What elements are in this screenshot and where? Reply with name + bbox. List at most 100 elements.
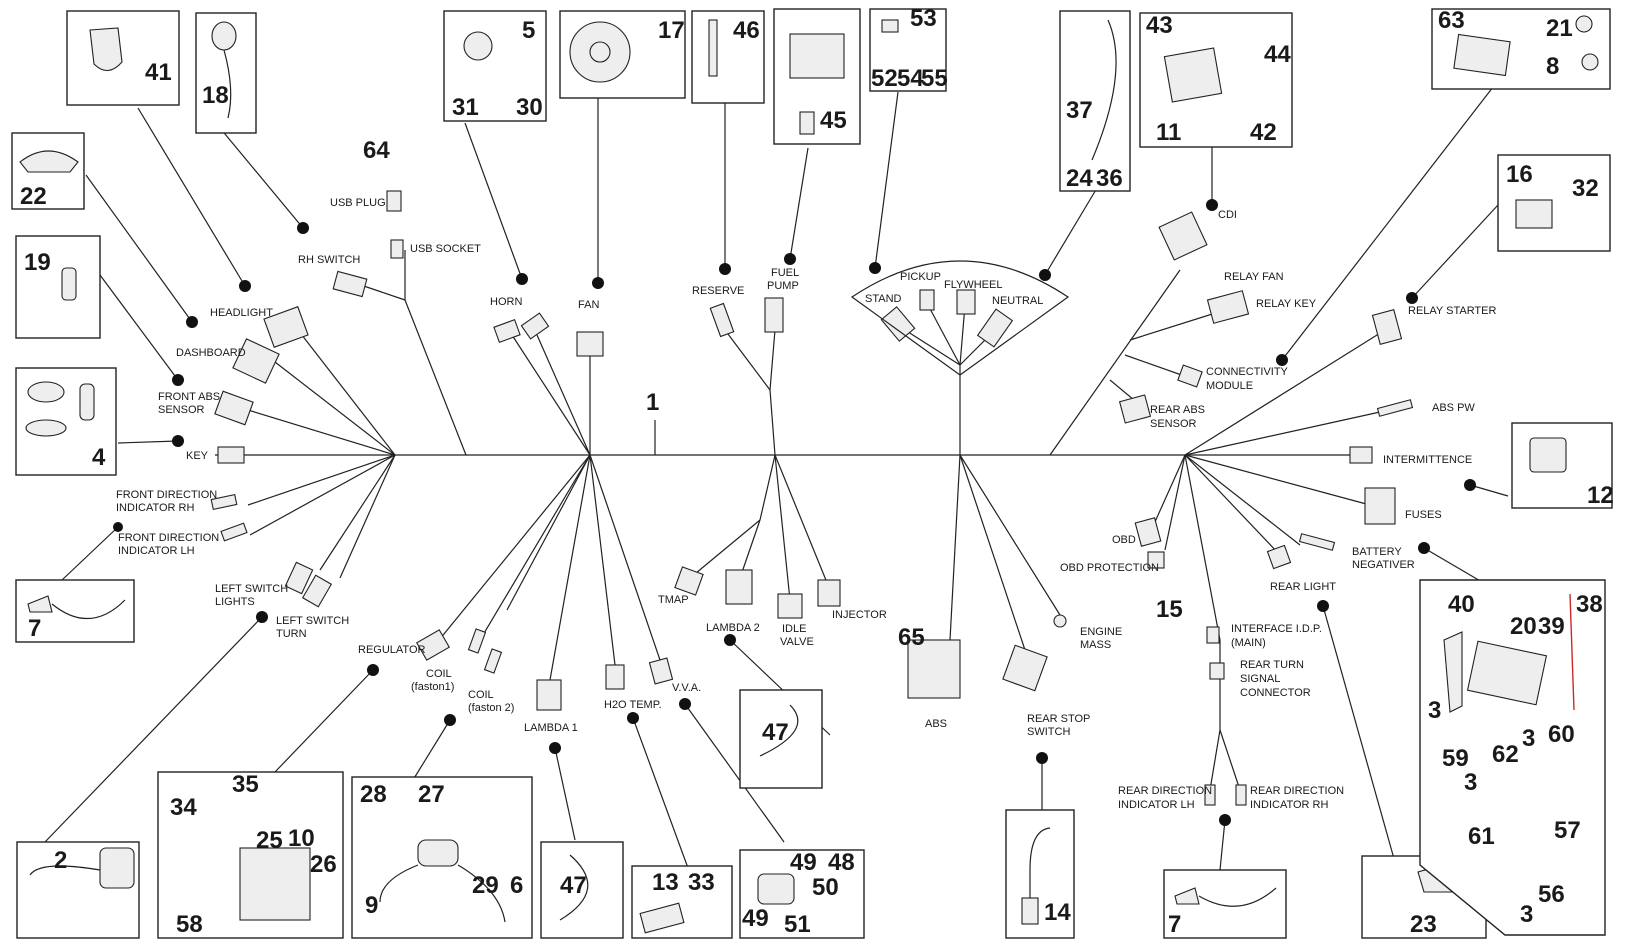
label-injector: INJECTOR bbox=[832, 609, 887, 621]
label-intermittence: INTERMITTENCE bbox=[1383, 454, 1472, 466]
part-box-battery: 40 20 39 38 3 59 3 60 62 3 61 57 56 3 bbox=[1419, 579, 1606, 936]
left-switch-turn-connector bbox=[301, 574, 333, 608]
svg-text:24: 24 bbox=[1066, 165, 1093, 192]
svg-text:6: 6 bbox=[510, 872, 523, 899]
regulator-icon bbox=[239, 847, 311, 921]
usb-socket-connector bbox=[390, 239, 404, 259]
relay-starter-connector bbox=[1371, 308, 1403, 346]
svg-text:31: 31 bbox=[452, 94, 479, 121]
part-box-43: 43 44 11 42 bbox=[1139, 12, 1293, 148]
part-box-49: 49 48 50 49 51 bbox=[739, 849, 865, 939]
svg-text:10: 10 bbox=[288, 825, 315, 852]
obd-protection-connector bbox=[1147, 551, 1165, 569]
part-number-64: 64 bbox=[363, 137, 390, 164]
label-tmap: TMAP bbox=[658, 594, 689, 606]
battery-strap-icon bbox=[1569, 593, 1575, 711]
neutral-connector bbox=[976, 308, 1014, 348]
abs-pw-connector bbox=[1376, 399, 1414, 417]
svg-text:35: 35 bbox=[232, 771, 259, 798]
svg-text:9: 9 bbox=[365, 892, 378, 919]
rdi-lh-connector bbox=[1204, 784, 1216, 806]
svg-text:30: 30 bbox=[516, 94, 543, 121]
label-headlight: HEADLIGHT bbox=[210, 307, 273, 319]
label-fdi-rh-2: INDICATOR RH bbox=[116, 502, 194, 514]
svg-text:42: 42 bbox=[1250, 119, 1277, 146]
rear-stop-connector bbox=[1002, 644, 1048, 692]
connectivity-module-icon bbox=[1453, 33, 1511, 77]
label-left-switch-turn-1: LEFT SWITCH bbox=[276, 615, 349, 627]
part-box-19: 19 bbox=[15, 235, 101, 339]
svg-text:25: 25 bbox=[256, 827, 283, 854]
label-rts-3: CONNECTOR bbox=[1240, 687, 1311, 699]
svg-text:61: 61 bbox=[1468, 823, 1495, 850]
svg-text:55: 55 bbox=[921, 65, 948, 92]
left-switch-icon bbox=[99, 847, 135, 889]
lambda-sensor-icon-2 bbox=[559, 854, 589, 921]
label-battery-neg-1: BATTERY bbox=[1352, 546, 1402, 558]
label-vva: V.V.A. bbox=[672, 682, 701, 694]
label-rdi-lh-2: INDICATOR LH bbox=[1118, 799, 1195, 811]
flywheel-group-outline bbox=[850, 260, 1070, 376]
label-idle-valve-2: VALVE bbox=[780, 636, 814, 648]
svg-text:3: 3 bbox=[1522, 725, 1535, 752]
svg-text:13: 13 bbox=[652, 869, 679, 896]
label-rear-abs-1: REAR ABS bbox=[1150, 404, 1205, 416]
intermittence-relay-icon bbox=[1529, 437, 1567, 473]
label-engine-mass-1: ENGINE bbox=[1080, 626, 1122, 638]
svg-text:3: 3 bbox=[1464, 769, 1477, 796]
label-fdi-rh-1: FRONT DIRECTION bbox=[116, 489, 217, 501]
part-box-22: 22 bbox=[11, 132, 85, 210]
usb-plug-connector bbox=[386, 190, 402, 212]
tmap-connector bbox=[674, 566, 704, 596]
coil1-connector bbox=[467, 628, 487, 654]
svg-text:41: 41 bbox=[145, 59, 172, 86]
front-abs-connector bbox=[214, 390, 254, 426]
regulator-connector bbox=[415, 629, 451, 661]
svg-text:4: 4 bbox=[92, 444, 106, 471]
part-box-13: 13 33 bbox=[631, 865, 733, 939]
main-harness: 1 bbox=[215, 250, 1386, 791]
fuel-pump-connector bbox=[764, 297, 784, 333]
label-idle-valve-1: IDLE bbox=[782, 623, 806, 635]
label-front-abs-2: SENSOR bbox=[158, 404, 205, 416]
svg-text:17: 17 bbox=[658, 17, 685, 44]
rear-turn-indicator-icon bbox=[1174, 887, 1200, 905]
part-box-34: 34 35 25 10 26 58 bbox=[157, 771, 344, 939]
reserve-connector bbox=[709, 302, 735, 338]
obd-connector bbox=[1134, 517, 1162, 547]
part-box-28: 28 27 29 6 9 bbox=[351, 776, 533, 939]
part-box-53: 53 52 54 55 bbox=[869, 5, 948, 92]
part-box-4: 4 bbox=[15, 367, 117, 476]
label-fuses: FUSES bbox=[1405, 509, 1442, 521]
label-pickup: PICKUP bbox=[900, 271, 941, 283]
svg-text:37: 37 bbox=[1066, 97, 1093, 124]
svg-text:38: 38 bbox=[1576, 591, 1603, 618]
label-usb-plug: USB PLUG bbox=[330, 197, 386, 209]
svg-text:59: 59 bbox=[1442, 745, 1469, 772]
part-box-12: 12 bbox=[1511, 422, 1614, 509]
svg-text:43: 43 bbox=[1146, 12, 1173, 39]
label-left-switch-lights-2: LIGHTS bbox=[215, 596, 255, 608]
svg-text:22: 22 bbox=[20, 183, 47, 210]
svg-text:2: 2 bbox=[54, 847, 67, 874]
label-connectivity-1: CONNECTIVITY bbox=[1206, 366, 1289, 378]
label-fan: FAN bbox=[578, 299, 599, 311]
dashboard-icon bbox=[19, 150, 79, 173]
reserve-sensor-icon bbox=[708, 19, 718, 77]
dashboard-connector bbox=[232, 338, 280, 384]
battery-icon bbox=[1466, 640, 1548, 706]
rdi-rh-connector bbox=[1235, 784, 1247, 806]
label-stand: STAND bbox=[865, 293, 902, 305]
intermittence-connector bbox=[1349, 446, 1373, 464]
svg-text:33: 33 bbox=[688, 869, 715, 896]
battery-bracket-icon bbox=[1443, 631, 1463, 713]
idp-connector bbox=[1206, 626, 1220, 644]
svg-text:47: 47 bbox=[560, 872, 587, 899]
stop-switch-icon bbox=[1029, 827, 1051, 900]
label-rts-2: SIGNAL bbox=[1240, 673, 1280, 685]
label-regulator: REGULATOR bbox=[358, 644, 425, 656]
part-number-15: 15 bbox=[1156, 596, 1183, 623]
svg-text:49: 49 bbox=[790, 849, 817, 876]
ignition-coil-icon bbox=[417, 839, 459, 867]
